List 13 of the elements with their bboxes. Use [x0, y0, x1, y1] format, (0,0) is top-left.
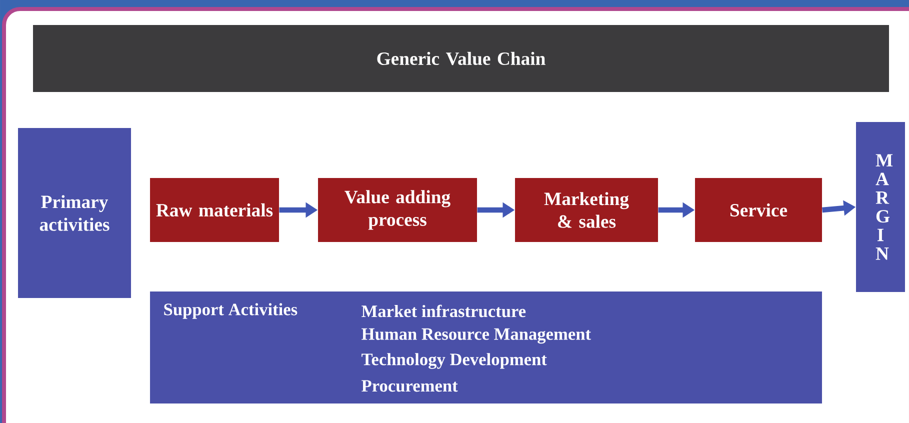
section-heading: Support Activities: [164, 303, 298, 319]
list-item: Procurement: [362, 380, 458, 392]
process-box: Raw materials: [150, 178, 279, 242]
title-bar: Generic Value Chain: [33, 25, 889, 92]
process-box: Primary activities: [18, 128, 131, 298]
process-box: Value adding process: [318, 178, 477, 242]
process-box: Marketing & sales: [515, 178, 658, 242]
process-box: Service: [695, 178, 822, 242]
margin-box: M A R G I N: [856, 122, 905, 292]
list-item: Human Resource Management: [362, 328, 591, 344]
support-box: [150, 292, 822, 404]
list-item: Technology Development: [362, 353, 547, 369]
list-item: Market infrastructure: [362, 304, 526, 318]
